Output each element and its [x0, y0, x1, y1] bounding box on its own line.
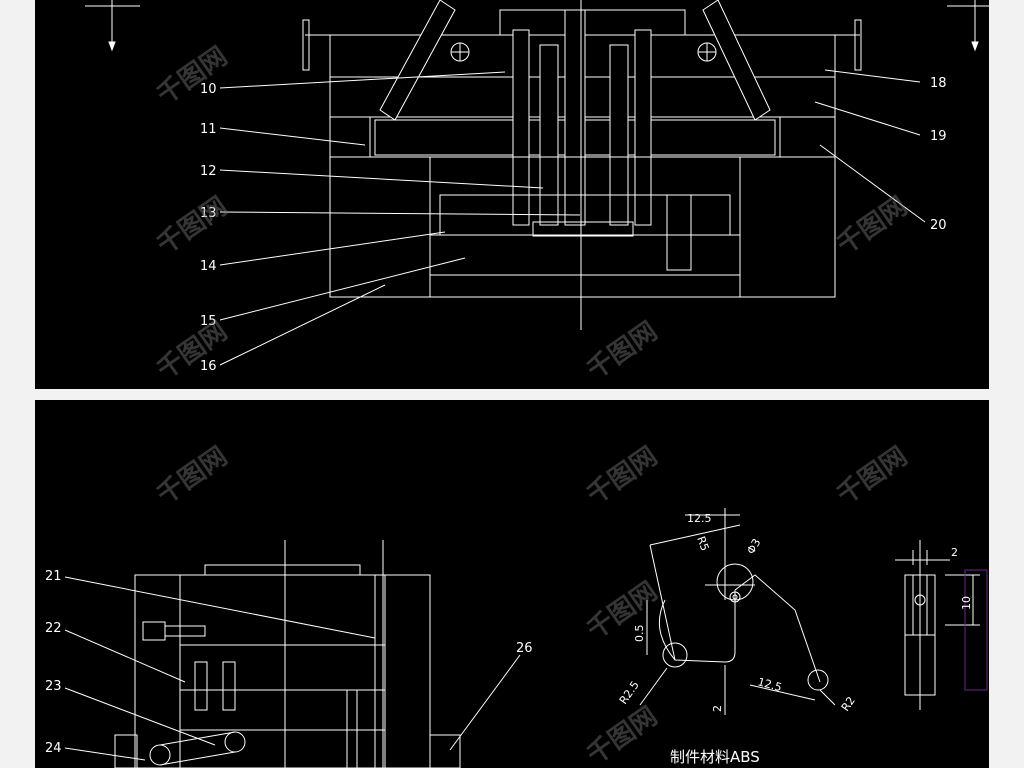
- dim-10: 10: [960, 596, 973, 610]
- dim-0-5: 0.5: [633, 625, 646, 643]
- watermark: 千图网: [832, 441, 913, 510]
- callout-22: 22: [45, 621, 62, 636]
- callout-15: 15: [200, 314, 217, 329]
- leader-lines-bottom: [64, 576, 521, 761]
- dim-phi3: Φ3: [744, 536, 763, 556]
- watermark: 千图网: [582, 316, 663, 385]
- watermark-group: 千图网 千图网 千图网 千图网 千图网: [152, 41, 913, 385]
- dim-12-5-top: 12.5: [687, 512, 712, 525]
- dim-2-left: 2: [711, 705, 724, 712]
- part-side-view: [895, 540, 980, 710]
- dim-r2-5: R2.5: [617, 679, 642, 707]
- mold-assembly-drawing: 10 11 12 13 14 15 16 18 19 20 千图网 千图网 千图…: [85, 0, 989, 386]
- watermark: 千图网: [152, 41, 233, 110]
- watermark: 千图网: [582, 701, 663, 768]
- watermark: 千图网: [152, 191, 233, 260]
- ejector-pins: [512, 9, 652, 226]
- dim-r5: R5: [694, 535, 711, 553]
- dim-2-right: 2: [951, 546, 958, 559]
- lower-base: [329, 0, 836, 330]
- callout-19: 19: [930, 129, 947, 144]
- corner-marks: [85, 0, 989, 52]
- callout-26: 26: [516, 641, 533, 656]
- watermark-group-bottom: 千图网 千图网 千图网 千图网 千图网: [152, 441, 913, 768]
- material-note: 制件材料ABS: [670, 748, 760, 766]
- callout-16: 16: [200, 359, 217, 374]
- section-and-part-drawing: 21 22 23 24 26 12.5 R5 Φ3 0.5 R2.5 2 12.…: [45, 441, 988, 768]
- callout-13: 13: [200, 206, 217, 221]
- callout-12: 12: [200, 164, 217, 179]
- angled-pins: [379, 0, 771, 121]
- side-section-view: [114, 540, 461, 768]
- dim-12-5-bottom: 12.5: [756, 675, 783, 694]
- watermark: 千图网: [832, 191, 913, 260]
- watermark: 千图网: [152, 441, 233, 510]
- callout-21: 21: [45, 569, 62, 584]
- callout-18: 18: [930, 76, 947, 91]
- leader-lines: [219, 69, 926, 366]
- dim-r2: R2: [839, 694, 858, 713]
- callout-23: 23: [45, 679, 62, 694]
- watermark: 千图网: [152, 316, 233, 385]
- mold-assembly-view: 10 11 12 13 14 15 16 18 19 20 千图网 千图网 千图…: [35, 0, 989, 389]
- callout-14: 14: [200, 259, 217, 274]
- side-view-highlight: [964, 569, 988, 691]
- callout-20: 20: [930, 218, 947, 233]
- watermark: 千图网: [582, 441, 663, 510]
- part-drawing: [639, 508, 836, 715]
- watermark: 千图网: [582, 576, 663, 645]
- callout-24: 24: [45, 741, 62, 756]
- section-and-part-view: 21 22 23 24 26 12.5 R5 Φ3 0.5 R2.5 2 12.…: [35, 400, 989, 768]
- callout-11: 11: [200, 122, 217, 137]
- callout-10: 10: [200, 82, 217, 97]
